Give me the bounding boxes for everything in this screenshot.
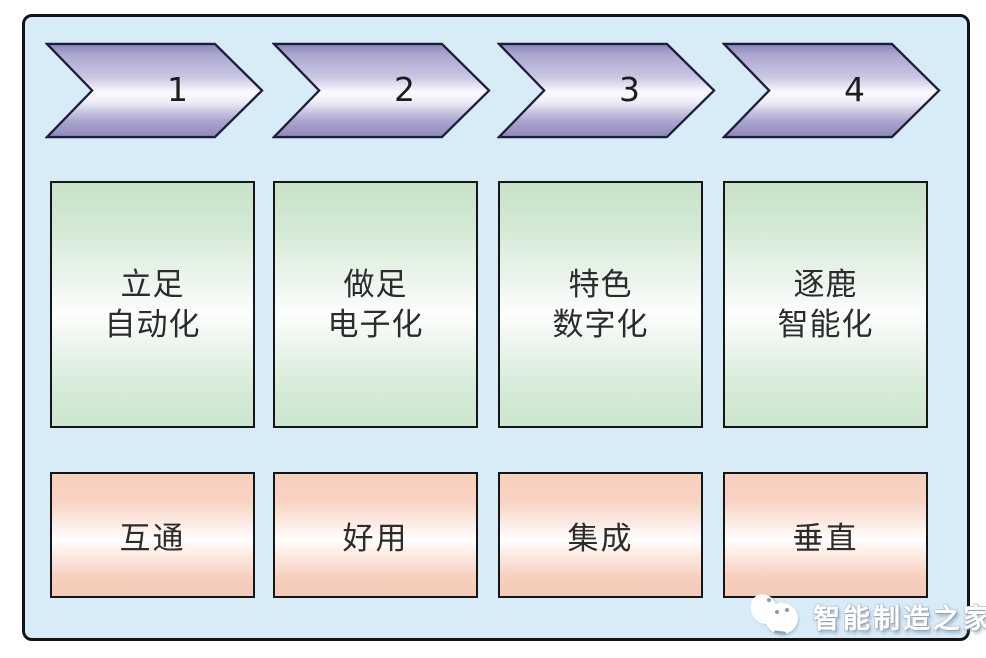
phase-box-1: 立足 自动化 [50,181,255,428]
step-number: 4 [843,70,865,109]
phase-box-4: 逐鹿 智能化 [723,181,928,428]
phase-box-2: 做足 电子化 [273,181,478,428]
phase-line1: 立足 [120,266,185,302]
feature-box-2: 好用 [273,472,478,598]
phase-line2: 数字化 [552,306,649,342]
feature-label: 好用 [342,520,409,556]
chat-bubbles-icon [747,591,803,641]
step-arrow-3: 3 [497,42,716,139]
chevron-arrow-icon [45,42,264,139]
feature-box-4: 垂直 [723,472,928,598]
phase-line1: 逐鹿 [793,266,858,302]
phase-line2: 智能化 [777,306,874,342]
feature-label: 集成 [567,520,634,556]
feature-box-1: 互通 [50,472,255,598]
phase-box-3: 特色 数字化 [498,181,703,428]
step-arrow-1: 1 [45,42,264,139]
phase-line2: 电子化 [327,306,424,342]
step-number: 1 [166,70,188,109]
chevron-arrow-icon [272,42,491,139]
watermark-text: 智能制造之家 [813,603,986,634]
phase-line1: 特色 [568,266,633,302]
chevron-arrow-icon [497,42,716,139]
feature-label: 垂直 [792,520,859,556]
step-arrow-2: 2 [272,42,491,139]
step-arrow-4: 4 [722,42,941,139]
feature-label: 互通 [119,520,186,556]
phase-line1: 做足 [343,266,408,302]
phase-line2: 自动化 [104,306,201,342]
step-number: 3 [618,70,640,109]
chevron-arrow-icon [722,42,941,139]
step-number: 2 [393,70,415,109]
watermark: 智能制造之家 [747,591,986,641]
feature-box-3: 集成 [498,472,703,598]
